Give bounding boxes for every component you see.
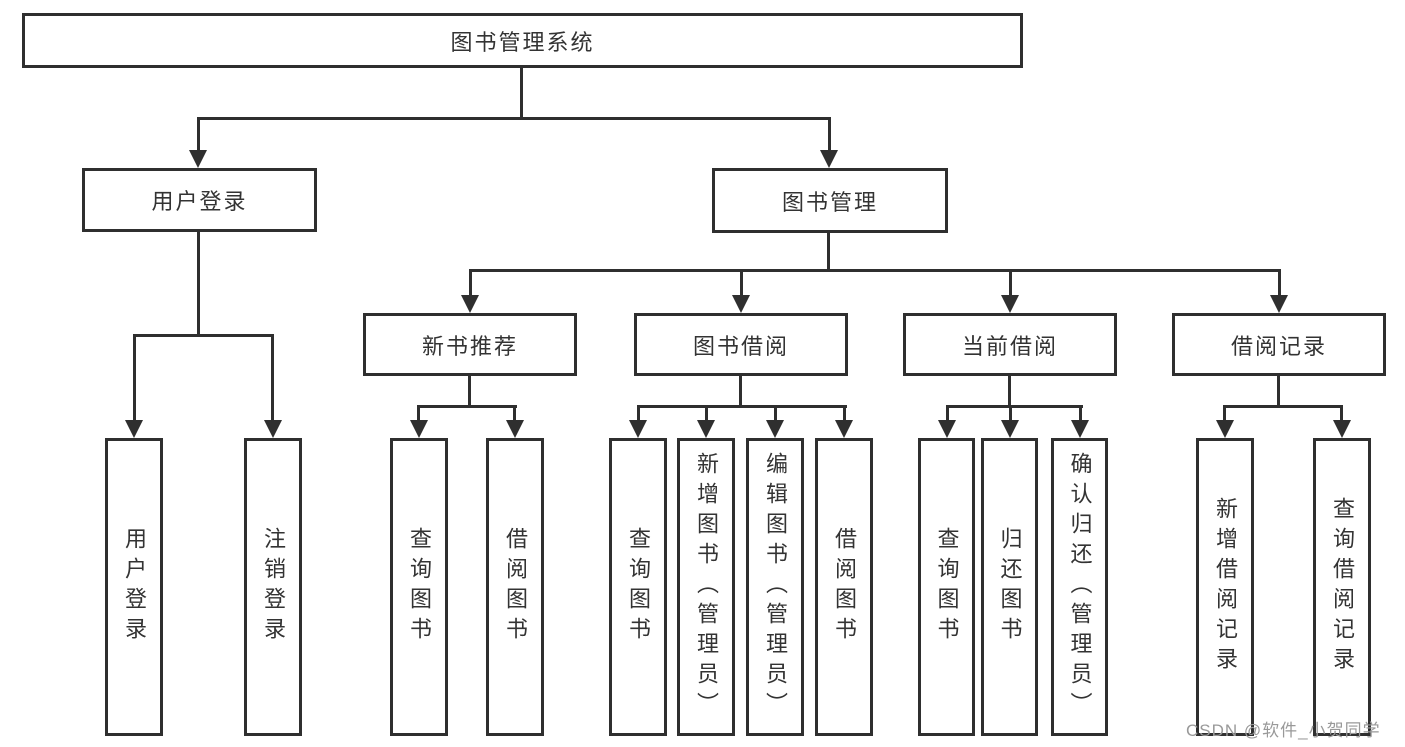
connector-line [774,405,777,424]
arrow-down-icon [1333,420,1351,438]
connector-line [1340,405,1343,424]
node-label: 当前借阅 [961,333,1058,359]
csdn-watermark: CSDN @软件_小贺同学 [1186,721,1381,740]
arrow-down-icon [461,295,479,313]
connector-line [1223,405,1226,424]
node-label: 图书管理系统 [450,29,595,55]
connector-line [739,374,742,408]
connector-line [1008,374,1011,408]
node-label: 图书借阅 [692,333,789,359]
leaf-label: 新增借阅记录 [1213,497,1238,677]
arrow-down-icon [820,150,838,168]
leaf-return-books: 归还图书 [981,438,1038,736]
node-label: 图书管理 [781,189,878,215]
leaf-label: 查询图书 [934,527,960,647]
connector-line [417,405,420,424]
arrow-down-icon [1001,295,1019,313]
leaf-label: 用户登录 [122,527,147,647]
connector-line [469,269,1281,272]
node-label: 用户登录 [151,189,248,214]
arrow-down-icon [125,420,143,438]
connector-line [828,117,831,153]
leaf-add-borrow-record: 新增借阅记录 [1196,438,1254,736]
connector-line [1223,405,1343,408]
leaf-logout: 注销登录 [244,438,302,736]
leaf-confirm-return-admin: 确认归还（管理员） [1051,438,1108,736]
arrow-down-icon [1001,420,1019,438]
node-book-borrow: 图书借阅 [634,313,848,376]
arrow-down-icon [938,420,956,438]
leaf-label: 归还图书 [997,527,1023,647]
leaf-label: 新增图书（管理员） [694,452,719,722]
connector-line [946,405,949,424]
connector-line [637,405,847,408]
leaf-query-books: 查询图书 [918,438,975,736]
connector-line [271,334,274,424]
arrow-down-icon [410,420,428,438]
node-book-management: 图书管理 [712,168,948,233]
connector-line [197,117,200,153]
connector-line [197,117,831,120]
connector-line [705,405,708,424]
leaf-edit-books-admin: 编辑图书（管理员） [746,438,804,736]
arrow-down-icon [506,420,524,438]
node-label: 借阅记录 [1230,333,1327,359]
connector-line [1009,269,1012,297]
node-borrow-record: 借阅记录 [1172,313,1386,376]
connector-line [1277,374,1280,408]
connector-line [1009,405,1012,424]
leaf-label: 查询图书 [407,527,432,647]
connector-line [1278,269,1281,297]
arrow-down-icon [732,295,750,313]
arrow-down-icon [766,420,784,438]
connector-line [637,405,640,424]
node-label: 新书推荐 [421,333,518,359]
leaf-label: 注销登录 [261,527,286,647]
connector-line [469,269,472,297]
leaf-label: 编辑图书（管理员） [763,452,788,722]
leaf-query-books: 查询图书 [609,438,667,736]
connector-line [417,405,517,408]
leaf-query-borrow-record: 查询借阅记录 [1313,438,1371,736]
leaf-borrow-books: 借阅图书 [486,438,544,736]
node-user-login: 用户登录 [82,168,317,232]
connector-line [513,405,516,424]
arrow-down-icon [629,420,647,438]
connector-line [133,334,136,424]
leaf-label: 确认归还（管理员） [1067,452,1093,722]
arrow-down-icon [1270,295,1288,313]
arrow-down-icon [697,420,715,438]
arrow-down-icon [835,420,853,438]
connector-line [843,405,846,424]
leaf-label: 查询借阅记录 [1330,497,1355,677]
leaf-user-login: 用户登录 [105,438,163,736]
leaf-query-books: 查询图书 [390,438,448,736]
connector-line [133,334,274,337]
connector-line [740,269,743,297]
leaf-label: 借阅图书 [503,527,528,647]
leaf-label: 查询图书 [626,527,651,647]
arrow-down-icon [189,150,207,168]
leaf-add-books-admin: 新增图书（管理员） [677,438,735,736]
connector-line [946,405,1083,408]
connector-line [827,230,830,272]
connector-line [197,230,200,336]
arrow-down-icon [1071,420,1089,438]
leaf-label: 借阅图书 [832,527,857,647]
arrow-down-icon [264,420,282,438]
node-new-book-recommend: 新书推荐 [363,313,577,376]
node-root-library-system: 图书管理系统 [22,13,1023,68]
arrow-down-icon [1216,420,1234,438]
node-current-borrow: 当前借阅 [903,313,1117,376]
connector-line [468,374,471,408]
connector-line [1079,405,1082,424]
connector-line [520,66,523,120]
leaf-borrow-books: 借阅图书 [815,438,873,736]
